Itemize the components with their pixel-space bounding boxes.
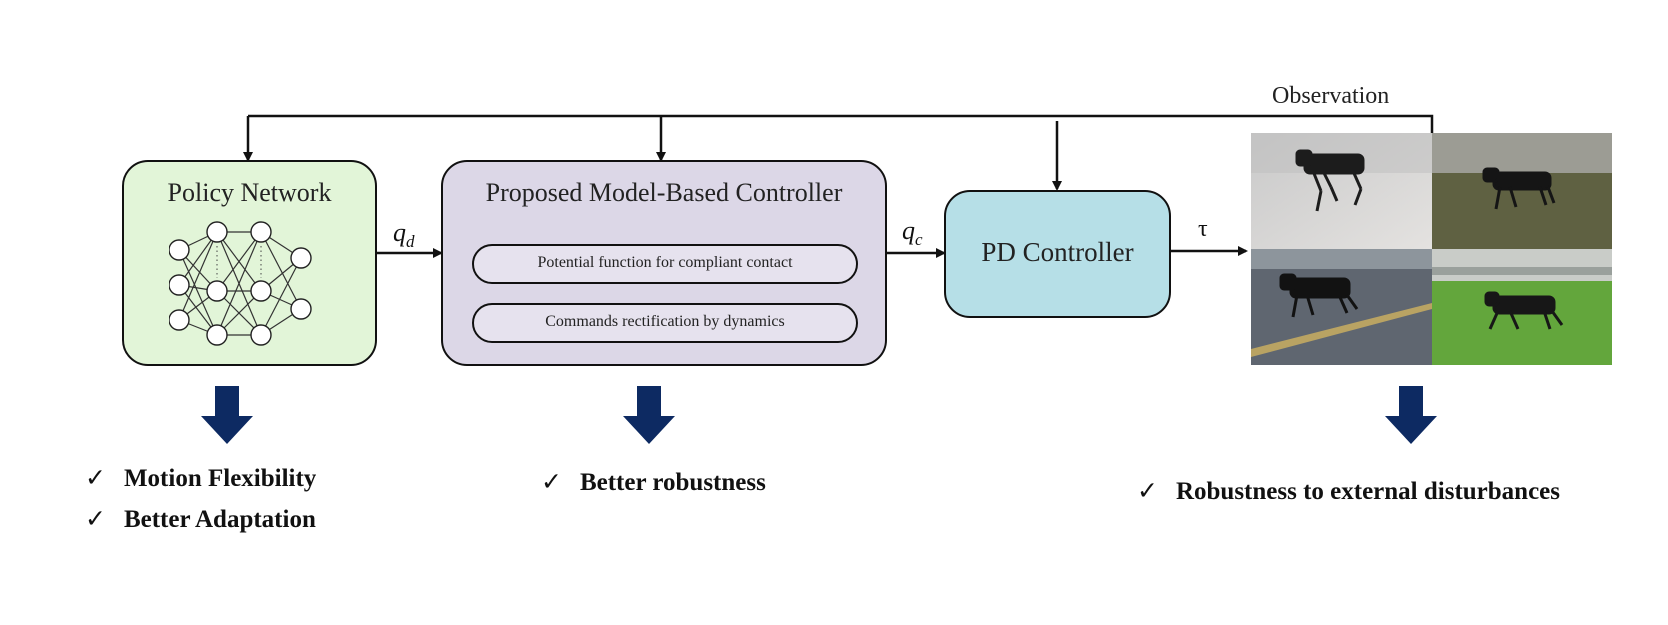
robot-dog-icon	[1484, 291, 1564, 330]
benefit-item: ✓Better Adaptation	[85, 506, 316, 533]
robot-photo-indoor	[1251, 133, 1432, 249]
module-commands-rectification: Commands rectification by dynamics	[472, 303, 858, 343]
benefit-item: ✓Motion Flexibility	[85, 465, 317, 492]
check-icon: ✓	[1137, 478, 1158, 505]
pd-controller-block: PD Controller	[944, 190, 1171, 318]
benefit-item: ✓Robustness to external disturbances	[1137, 478, 1560, 505]
robot-photo-lawn	[1432, 249, 1612, 365]
policy-network-title: Policy Network	[167, 178, 332, 207]
module-potential-function: Potential function for compliant contact	[472, 244, 858, 284]
feedback-line	[248, 114, 1434, 133]
robot-photo-grass-field	[1432, 133, 1612, 249]
policy-network-block: Policy Network	[122, 160, 377, 366]
pd-controller-title: PD Controller	[981, 237, 1134, 267]
robot-dog-icon	[1482, 167, 1556, 210]
check-icon: ✓	[85, 465, 106, 492]
robot-photo-grid	[1251, 133, 1612, 365]
down-arrow-icon	[1385, 386, 1437, 444]
observation-label: Observation	[1272, 83, 1390, 109]
benefit-item: ✓Better robustness	[541, 469, 766, 496]
qd-label: qd	[393, 218, 415, 252]
controller-title: Proposed Model-Based Controller	[485, 178, 843, 207]
robot-photo-pavement	[1251, 249, 1432, 365]
qc-label: qc	[902, 216, 923, 250]
check-icon: ✓	[85, 506, 106, 533]
controller-block: Proposed Model-Based Controller Potentia…	[441, 160, 887, 366]
neural-network-icon	[169, 221, 312, 346]
tau-label: τ	[1198, 216, 1208, 242]
check-icon: ✓	[541, 469, 562, 496]
down-arrow-icon	[201, 386, 253, 444]
down-arrow-icon	[623, 386, 675, 444]
robot-dog-icon	[1279, 273, 1359, 318]
robot-dog-icon	[1295, 149, 1365, 212]
